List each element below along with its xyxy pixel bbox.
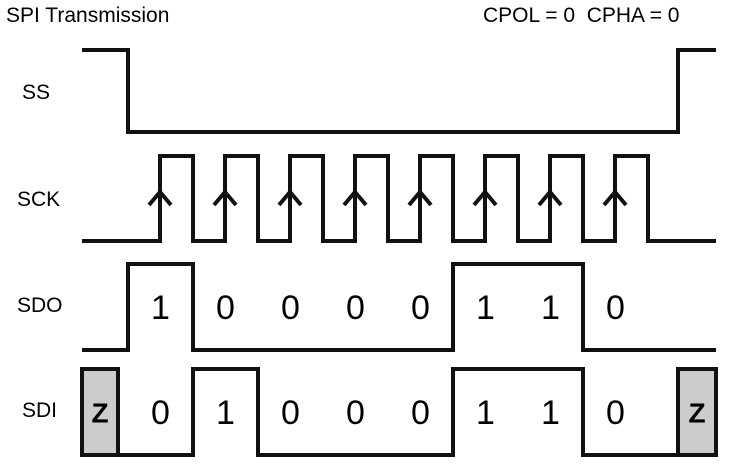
signal-label-sck: SCK	[17, 188, 61, 211]
rising-edge-arrow-icon	[342, 188, 368, 236]
signal-label-sdi: SDI	[22, 399, 58, 422]
waveform-sck	[82, 154, 716, 243]
bit-value: 1	[541, 289, 560, 327]
bit-value: 0	[346, 289, 365, 327]
waveform-sdi: Z Z 0 1 0 0 0 1 1 0	[80, 367, 718, 457]
signal-label-ss: SS	[22, 81, 51, 104]
spi-mode-annotation: CPOL = 0 CPHA = 0	[483, 4, 680, 27]
waveform-ss	[82, 48, 716, 134]
high-impedance-label: Z	[91, 397, 108, 428]
rising-edge-arrow-icon	[407, 188, 433, 236]
bit-value: 0	[606, 394, 625, 432]
rising-edge-arrow-icon	[472, 188, 498, 236]
bit-value: 0	[346, 394, 365, 432]
rising-edge-arrow-icon	[602, 188, 628, 236]
bit-value: 0	[151, 394, 170, 432]
bit-value: 1	[476, 289, 495, 327]
high-impedance-block: Z	[80, 367, 120, 457]
waveform-sdo: 1 0 0 0 0 1 1 0	[82, 262, 716, 352]
bit-value: 0	[281, 289, 300, 327]
bit-value: 0	[411, 394, 430, 432]
rising-edge-arrow-icon	[277, 188, 303, 236]
page-title: SPI Transmission	[6, 4, 170, 27]
bit-value: 1	[476, 394, 495, 432]
bit-value: 0	[606, 289, 625, 327]
rising-edge-arrow-icon	[537, 188, 563, 236]
signal-label-sdo: SDO	[17, 294, 63, 317]
bit-value: 0	[281, 394, 300, 432]
rising-edge-arrow-icon	[212, 188, 238, 236]
bit-value: 0	[411, 289, 430, 327]
high-impedance-block: Z	[676, 367, 718, 457]
bit-value: 1	[151, 289, 170, 327]
bit-value: 1	[216, 394, 235, 432]
bit-value: 0	[216, 289, 235, 327]
rising-edge-arrow-icon	[147, 188, 173, 236]
high-impedance-label: Z	[688, 397, 705, 428]
bit-value: 1	[541, 394, 560, 432]
